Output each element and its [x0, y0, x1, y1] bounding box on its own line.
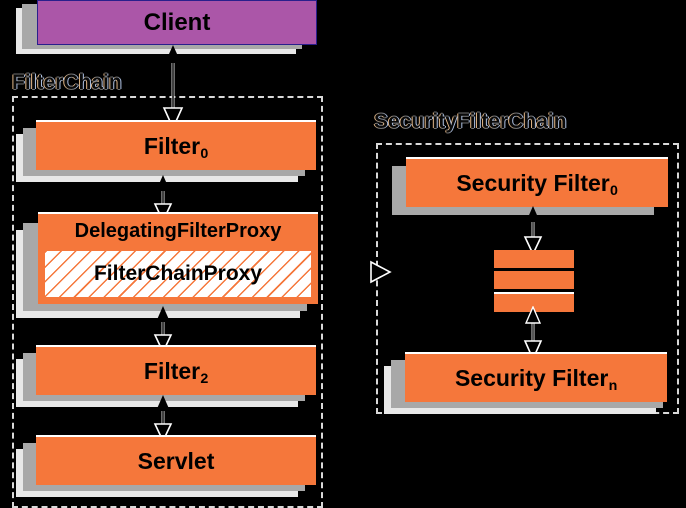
node-filter-0[interactable]: Filter0	[16, 120, 316, 188]
node-security-filter-0[interactable]: Security Filter0	[392, 157, 668, 219]
group-security-filter-chain-label: SecurityFilterChain	[374, 110, 567, 133]
filter2-subscript: 2	[200, 370, 209, 387]
filter2-card[interactable]: Filter2	[36, 345, 316, 395]
filter0-card[interactable]: Filter0	[36, 120, 316, 170]
servlet-card[interactable]: Servlet	[36, 435, 316, 485]
arrow-servlet-filter2	[152, 394, 174, 443]
servlet-label: Servlet	[137, 447, 215, 474]
filter2-label: Filter2	[143, 357, 209, 387]
arrow-filter2-dfp	[152, 305, 174, 354]
security-filtern-subscript: n	[608, 377, 618, 394]
security-filter0-subscript: 0	[610, 182, 618, 199]
node-security-filter-n[interactable]: Security Filtern	[384, 352, 669, 420]
filter-chain-proxy-card[interactable]: FilterChainProxy	[44, 250, 312, 298]
dfp-title: DelegatingFilterProxy	[74, 219, 282, 242]
client-card[interactable]: Client	[37, 0, 317, 45]
node-delegating-filter-proxy[interactable]: DelegatingFilterProxy FilterChainProxy	[16, 212, 318, 327]
filter-chain-proxy-label: FilterChainProxy	[93, 262, 263, 285]
group-filter-chain-label: FilterChain	[12, 71, 122, 94]
security-filter0-card[interactable]: Security Filter0	[406, 157, 668, 207]
security-filter0-label: Security Filter0	[456, 169, 618, 199]
node-security-filter-ellipsis	[494, 250, 576, 312]
node-filter-2[interactable]: Filter2	[16, 345, 316, 413]
ellipsis-bar-3	[494, 292, 574, 312]
node-client[interactable]: Client	[16, 0, 317, 55]
ellipsis-bar-1	[494, 250, 574, 268]
arrow-security-filtern-ellipsis	[522, 305, 544, 361]
ellipsis-bar-2	[494, 271, 574, 289]
arrow-filterchainproxy-to-securityfilterchain	[366, 258, 394, 286]
security-filtern-card[interactable]: Security Filtern	[405, 352, 667, 402]
filter0-label: Filter0	[143, 132, 209, 162]
arrow-ellipsis-security-filter0	[522, 205, 544, 256]
client-label: Client	[143, 8, 211, 36]
security-filtern-label: Security Filtern	[454, 364, 618, 394]
node-servlet[interactable]: Servlet	[16, 435, 316, 503]
dfp-card[interactable]: DelegatingFilterProxy FilterChainProxy	[38, 212, 318, 304]
arrow-filter0-client	[162, 44, 184, 130]
filter0-subscript: 0	[200, 145, 209, 162]
